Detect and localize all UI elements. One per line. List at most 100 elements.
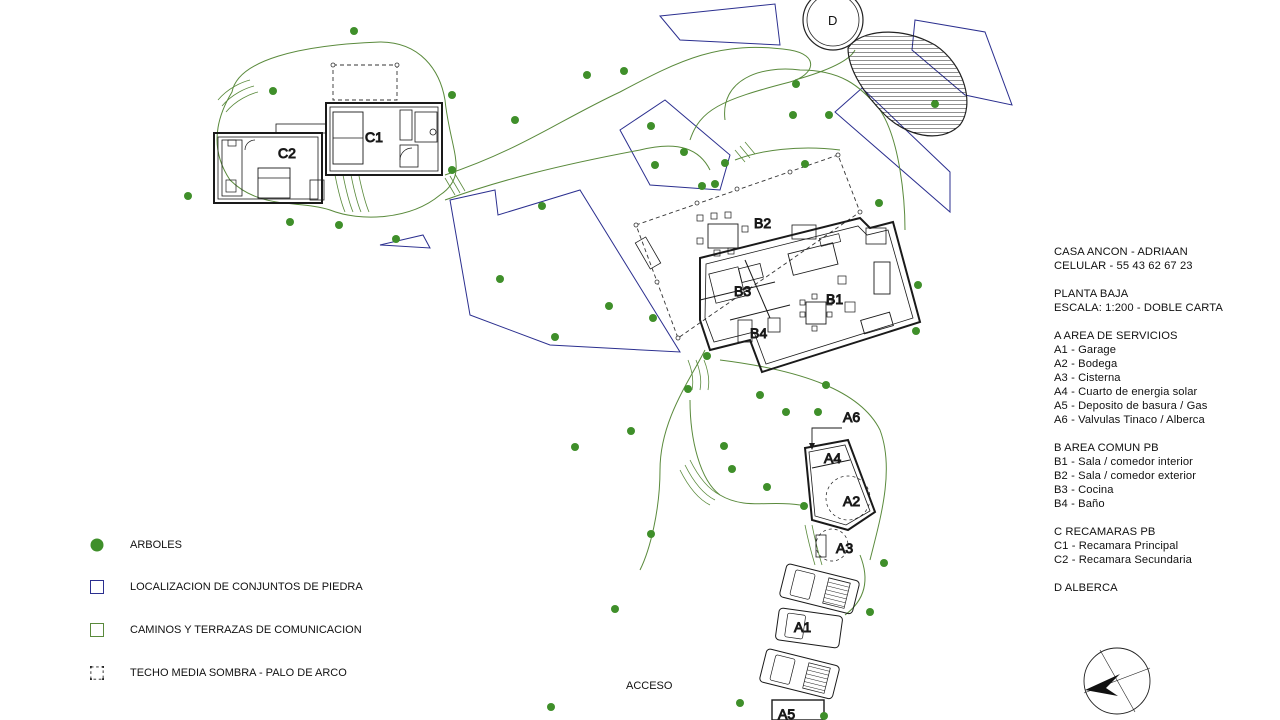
path-main-lower — [444, 145, 711, 201]
building-c: C1 C2 — [213, 102, 443, 204]
zone-c-title: C RECAMARAS PB — [1054, 526, 1156, 538]
tree — [814, 408, 822, 416]
tree — [647, 122, 655, 130]
c2-bed — [257, 167, 291, 199]
tree — [680, 148, 688, 156]
tree — [651, 161, 659, 169]
tree — [571, 443, 579, 451]
tree — [782, 408, 790, 416]
zone-a-item: A5 - Deposito de basura / Gas — [1054, 400, 1208, 412]
dining-table-b2 — [707, 223, 739, 249]
shade-posts — [330, 62, 863, 341]
tree — [914, 281, 922, 289]
label-c2: C2 — [278, 145, 296, 161]
zone-c-item: C2 - Recamara Secundaria — [1054, 554, 1192, 566]
tree — [931, 100, 939, 108]
title-block: CASA ANCON - ADRIAAN CELULAR - 55 43 62 … — [1054, 245, 1274, 595]
pool: D — [802, 0, 968, 137]
path-south-3 — [689, 399, 801, 506]
zone-a-item: A6 - Valvulas Tinaco / Alberca — [1054, 414, 1205, 426]
zone-a-title: A AREA DE SERVICIOS — [1054, 330, 1178, 342]
tree — [721, 159, 729, 167]
label-d: D — [828, 13, 837, 28]
zone-a-item: A2 - Bodega — [1054, 358, 1118, 370]
scale: ESCALA: 1:200 - DOBLE CARTA — [1054, 302, 1223, 314]
tree — [627, 427, 635, 435]
tree — [801, 160, 809, 168]
label-a1: A1 — [794, 619, 811, 635]
car — [775, 607, 843, 649]
phone: CELULAR - 55 43 62 67 23 — [1054, 260, 1193, 272]
stone-group — [379, 234, 431, 249]
pool-well — [802, 0, 864, 51]
tree — [448, 91, 456, 99]
tree — [880, 559, 888, 567]
tree — [763, 483, 771, 491]
dining-table-b1 — [805, 301, 827, 325]
path-c-terrace — [216, 41, 457, 218]
stone-group — [834, 87, 951, 214]
zone-a-item: A3 - Cisterna — [1054, 372, 1121, 384]
tree — [605, 302, 613, 310]
stone-groups — [379, 3, 1013, 353]
tree — [286, 218, 294, 226]
tree — [789, 111, 797, 119]
path-lower-bend — [844, 554, 866, 616]
car — [759, 648, 840, 700]
access-label: ACCESO — [626, 680, 673, 692]
tree — [698, 182, 706, 190]
tree — [647, 530, 655, 538]
paths-terraces — [216, 41, 906, 616]
tree — [866, 608, 874, 616]
tree — [496, 275, 504, 283]
label-a2: A2 — [843, 493, 860, 509]
tree — [684, 385, 692, 393]
tree — [511, 116, 519, 124]
north-arrow-icon — [1085, 674, 1120, 696]
tree — [583, 71, 591, 79]
legend-label: ARBOLES — [130, 539, 182, 551]
tree — [392, 235, 400, 243]
garage-cars — [759, 563, 860, 720]
car — [779, 563, 860, 615]
zone-c-item: C1 - Recamara Principal — [1054, 540, 1179, 552]
label-a3: A3 — [836, 540, 853, 556]
steps — [217, 79, 823, 566]
zone-b-item: B3 - Cocina — [1054, 484, 1114, 496]
tree — [547, 703, 555, 711]
label-a6: A6 — [843, 409, 860, 425]
label-a4: A4 — [824, 450, 841, 466]
zone-b-title: B AREA COMUN PB — [1054, 442, 1159, 454]
a-walls — [803, 438, 877, 532]
path-south-2 — [719, 359, 887, 561]
tree — [736, 699, 744, 707]
tree — [703, 352, 711, 360]
tree — [551, 333, 559, 341]
shade-roofs — [332, 64, 861, 339]
zone-d-title: D ALBERCA — [1054, 582, 1118, 594]
stone-group — [449, 189, 681, 353]
tree — [711, 180, 719, 188]
trees — [184, 27, 939, 720]
legend-label: TECHO MEDIA SOMBRA - PALO DE ARCO — [130, 667, 347, 679]
label-c1: C1 — [365, 129, 383, 145]
c1-walls — [325, 102, 443, 176]
building-b: B1 B2 B3 B4 — [634, 211, 922, 374]
zone-b-item: B4 - Baño — [1054, 498, 1105, 510]
zone-b-item: B1 - Sala / comedor interior — [1054, 456, 1193, 468]
dashed-square-icon — [90, 666, 104, 680]
tree — [611, 605, 619, 613]
tree — [538, 202, 546, 210]
building-a: A1 A2 A3 A4 A5 A6 — [759, 409, 877, 720]
label-b2: B2 — [754, 215, 771, 231]
tree — [875, 199, 883, 207]
tree — [620, 67, 628, 75]
shade-roof-c1 — [332, 64, 398, 101]
label-a5: A5 — [778, 706, 795, 720]
tree — [720, 442, 728, 450]
tree — [335, 221, 343, 229]
tree-dot-icon — [90, 538, 104, 552]
tree — [269, 87, 277, 95]
tree — [756, 391, 764, 399]
